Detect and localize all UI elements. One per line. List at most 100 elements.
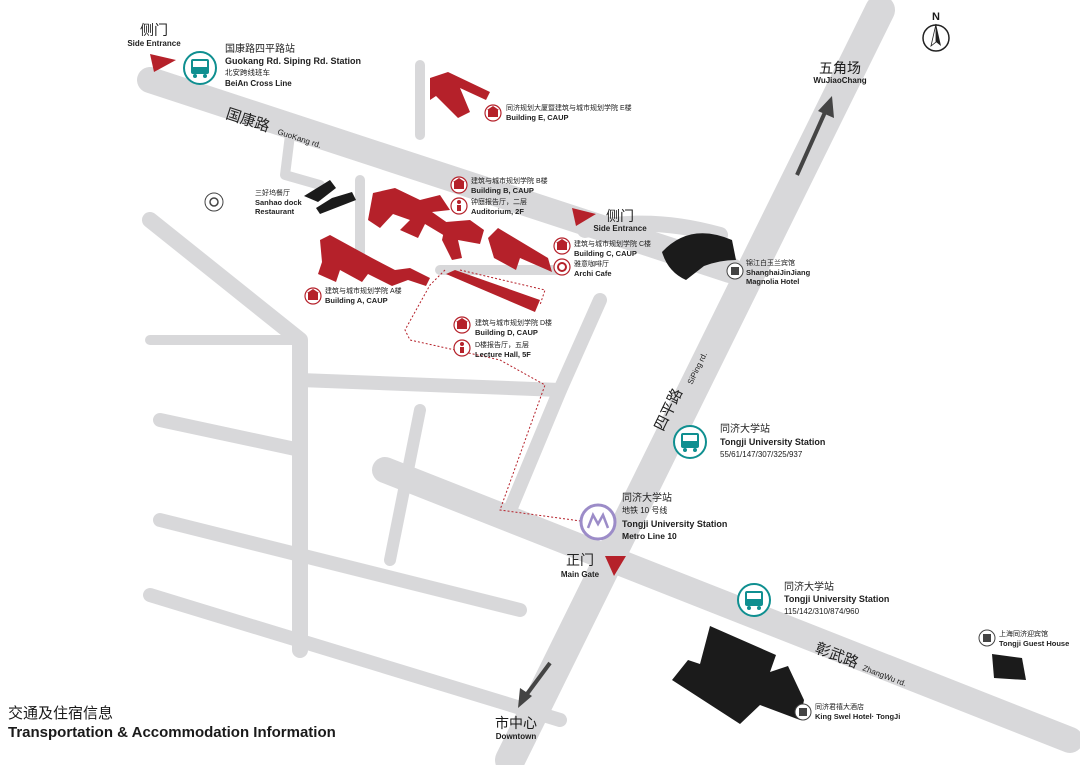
place-label-en: Auditorium, 2F: [471, 207, 524, 216]
station-line-en: Metro Line 10: [622, 531, 677, 541]
place-label-cn: 建筑与城市规划学院 A楼: [325, 286, 402, 295]
place-label-en: Tongji Guest House: [999, 639, 1069, 648]
place-label-en: Magnolia Hotel: [746, 277, 799, 286]
station-tongji-bus-1: 同济大学站 Tongji University Station 55/61/14…: [673, 422, 825, 459]
place-label-cn: 雅意咖啡厅: [574, 259, 609, 268]
building-icon: [304, 287, 322, 305]
place-label-en: Archi Cafe: [574, 269, 612, 278]
swel-hotel-shape: [672, 626, 804, 724]
building-icon: [450, 176, 468, 194]
direction-wujiaochang-en: WuJiaoChang: [813, 76, 866, 85]
place-label-cn: 钟庭报告厅，二层: [471, 197, 527, 206]
gate-main-en: Main Gate: [561, 570, 600, 579]
gate-marker: [572, 208, 596, 226]
place-archi-cafe: 雅意咖啡厅 Archi Cafe: [553, 258, 612, 278]
place-building-c: 建筑与城市规划学院 C楼 Building C, CAUP: [553, 237, 651, 258]
place-label-en: Lecture Hall, 5F: [475, 350, 531, 359]
other-buildings: [304, 180, 1026, 724]
place-label-en: ShanghaiJinJiang: [746, 268, 811, 277]
place-guest-house: 上海同济迎宾馆 Tongji Guest House: [978, 629, 1069, 648]
gate-side-nw-en: Side Entrance: [127, 39, 181, 48]
place-label-cn: 上海同济迎宾馆: [999, 629, 1048, 638]
hotel-icon: [978, 629, 996, 647]
lecture-icon: [450, 197, 468, 215]
road-campus: [384, 404, 426, 566]
map-title-en: Transportation & Accommodation Informati…: [8, 724, 336, 741]
station-name-cn: 同济大学站: [622, 491, 672, 504]
station-tongji-bus-2: 同济大学站 Tongji University Station 115/142/…: [737, 580, 889, 617]
station-name-cn: 国康路四平路站: [225, 42, 295, 55]
gate-side-e-cn: 侧门: [606, 208, 634, 224]
map-title-cn: 交通及住宿信息: [8, 704, 113, 722]
station-name-en: Tongji University Station: [622, 519, 727, 529]
magnolia-hotel-shape: [662, 233, 736, 280]
road-campus: [553, 293, 607, 397]
place-label-en: Building E, CAUP: [506, 113, 569, 122]
building-icon: [553, 237, 571, 255]
place-sanhao-restaurant: 三好坞餐厅 Sanhao dock Restaurant: [204, 188, 303, 216]
road-network: [137, 0, 1080, 765]
place-label-cn: 三好坞餐厅: [255, 188, 290, 197]
place-building-d: 建筑与城市规划学院 D楼 Building D, CAUP: [453, 316, 552, 337]
road-campus: [153, 513, 527, 617]
station-sub-en: BeiAn Cross Line: [225, 79, 292, 88]
road-siping: [495, 0, 895, 765]
place-building-b: 建筑与城市规划学院 B楼 Building B, CAUP: [450, 176, 548, 195]
direction-arrows: [518, 96, 834, 708]
station-name-en: Guokang Rd. Siping Rd. Station: [225, 56, 361, 66]
metro-icon: [579, 503, 617, 541]
place-label-cn: 同济君禧大酒店: [815, 702, 864, 711]
building-e-shape: [430, 72, 490, 118]
station-name-en: Tongji University Station: [784, 594, 889, 604]
restaurant-icon: [204, 192, 224, 212]
bus-icon: [183, 51, 217, 85]
place-lecture-hall: D楼报告厅，五层 Lecture Hall, 5F: [453, 339, 531, 359]
place-label-en: Building A, CAUP: [325, 296, 388, 305]
road-zhangwu: [372, 457, 1080, 753]
lecture-icon: [453, 339, 471, 357]
station-name-cn: 同济大学站: [784, 580, 834, 593]
place-building-a: 建筑与城市规划学院 A楼 Building A, CAUP: [304, 286, 402, 305]
road-campus: [143, 588, 567, 727]
building-b-shape: [442, 220, 484, 260]
building-c-shape: [488, 228, 552, 272]
gate-side-nw-cn: 侧门: [140, 22, 168, 38]
bus-icon: [673, 425, 707, 459]
station-name-cn: 同济大学站: [720, 422, 770, 435]
station-sub-cn: 北安跨线班车: [225, 67, 270, 77]
place-label-cn: 同济规划大厦暨建筑与城市规划学院 E楼: [506, 103, 632, 112]
arrow-south-shaft: [522, 661, 552, 700]
building-icon: [453, 316, 471, 334]
gate-side-nw: 侧门 Side Entrance: [127, 22, 181, 72]
place-label-en: Sanhao dock: [255, 198, 303, 207]
road-campus: [153, 413, 307, 457]
road-campus: [280, 130, 325, 190]
place-label-en: Building C, CAUP: [574, 249, 637, 258]
place-auditorium: 钟庭报告厅，二层 Auditorium, 2F: [450, 197, 527, 216]
bus-icon: [737, 583, 771, 617]
arrow-south-head: [518, 688, 532, 708]
direction-wujiaochang: 五角场: [819, 60, 861, 76]
hotel-icon: [794, 703, 812, 721]
place-label-cn: 建筑与城市规划学院 B楼: [471, 176, 548, 185]
place-label-cn: D楼报告厅，五层: [475, 340, 529, 349]
station-tongji-metro: 同济大学站 地铁 10 号线 Tongji University Station…: [579, 491, 727, 541]
place-swel-hotel: 同济君禧大酒店 King Swel Hotel· TongJi: [794, 702, 900, 721]
compass-label: N: [932, 11, 940, 23]
road-campus: [577, 215, 728, 243]
station-routes: 55/61/147/307/325/937: [720, 450, 803, 459]
gate-main-cn: 正门: [566, 552, 594, 568]
gate-side-e: 侧门 Side Entrance: [572, 208, 647, 233]
sanhao-restaurant-shape: [316, 192, 356, 214]
guest-house-shape: [992, 654, 1026, 680]
building-d-shape: [446, 270, 540, 312]
building-icon: [484, 104, 502, 122]
gate-main: 正门 Main Gate: [561, 552, 626, 579]
building-b-shape: [368, 188, 452, 238]
building-a-shape: [318, 235, 430, 286]
arrow-north-shaft: [795, 109, 828, 176]
place-label-en: Building D, CAUP: [475, 328, 538, 337]
place-label-cn: 建筑与城市规划学院 C楼: [574, 239, 651, 248]
gate-marker: [150, 54, 176, 72]
